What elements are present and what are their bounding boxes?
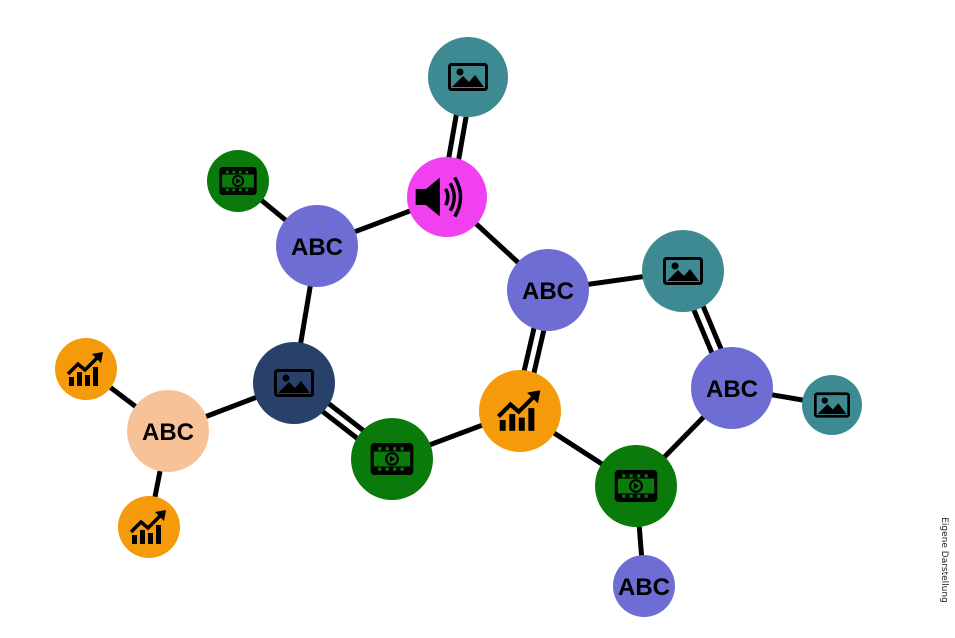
- node-label: ABC: [706, 376, 758, 403]
- node-label: ABC: [522, 278, 574, 305]
- node-text-center: ABC: [507, 249, 589, 331]
- node-text-bottom: ABC: [613, 555, 675, 617]
- node-image-right: [642, 230, 724, 312]
- edges-layer: [84, 75, 833, 587]
- node-label: ABC: [291, 234, 343, 261]
- node-circle: [276, 205, 358, 287]
- node-text-upper-left: ABC: [276, 205, 358, 287]
- node-chart-left: [55, 338, 117, 400]
- node-circle: [127, 390, 209, 472]
- node-circle: [253, 342, 335, 424]
- node-video-small: [207, 150, 269, 212]
- node-circle: [507, 249, 589, 331]
- node-image-far-right: [802, 375, 862, 435]
- node-chart-bottom-left: [118, 496, 180, 558]
- node-audio: [407, 157, 487, 237]
- node-circle: [428, 37, 508, 117]
- node-image-top: [428, 37, 508, 117]
- node-video-bottom: [595, 445, 677, 527]
- node-circle: [642, 230, 724, 312]
- node-label: ABC: [618, 574, 670, 601]
- node-chart-center: [479, 370, 561, 452]
- node-text-peach: ABC: [127, 390, 209, 472]
- source-credit: Eigene Darstellung: [939, 517, 949, 603]
- node-text-right: ABC: [691, 347, 773, 429]
- node-circle: [691, 347, 773, 429]
- node-circle: [802, 375, 862, 435]
- node-label: ABC: [142, 419, 194, 446]
- node-image-navy: [253, 342, 335, 424]
- node-video-center-left: [351, 418, 433, 500]
- nodes-layer: ABC ABC ABC: [55, 37, 862, 617]
- node-circle: [613, 555, 675, 617]
